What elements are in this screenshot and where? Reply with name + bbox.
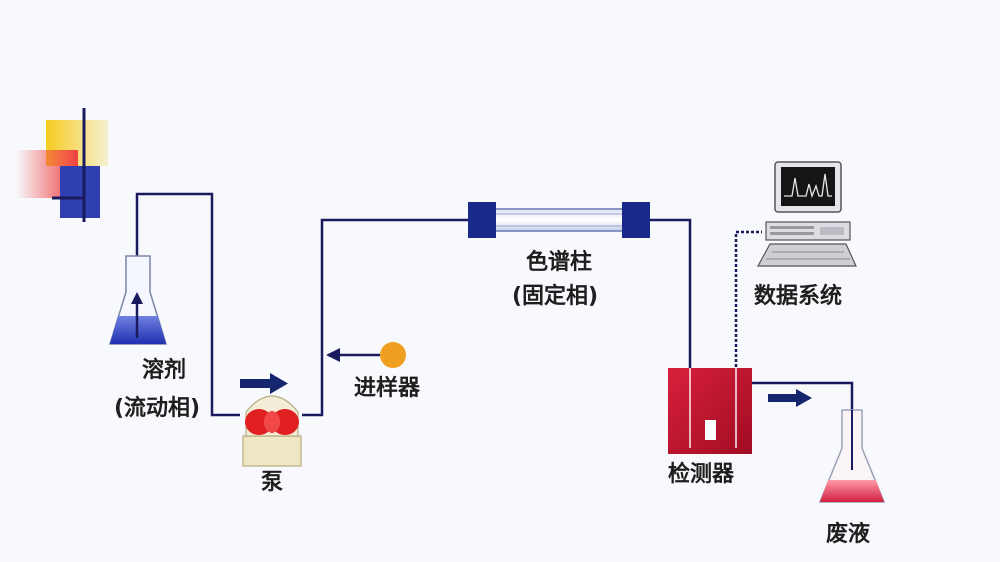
waste-flow-arrow-icon <box>768 389 812 407</box>
column-label: 色谱柱 <box>526 250 593 275</box>
injector-icon <box>326 342 406 368</box>
solvent-flask-icon <box>108 255 168 345</box>
data-system-label: 数据系统 <box>754 284 843 309</box>
injector-label: 进样器 <box>354 376 421 401</box>
detector-icon <box>668 368 752 454</box>
column-icon <box>468 202 650 238</box>
valve-icon <box>16 108 108 222</box>
waste-flask-icon <box>818 409 886 503</box>
pump-flow-arrow-icon <box>240 373 288 394</box>
solvent-label: 溶剂 <box>142 358 187 383</box>
pump-icon <box>242 395 302 467</box>
computer-icon <box>756 161 857 267</box>
detector-label: 检测器 <box>668 462 735 487</box>
stationary-phase-label: (固定相) <box>512 284 599 309</box>
waste-label: 废液 <box>826 522 871 547</box>
mobile-phase-label: (流动相) <box>114 396 201 421</box>
pump-label: 泵 <box>261 470 284 495</box>
tubing <box>135 192 854 417</box>
signal-cable <box>734 230 762 372</box>
